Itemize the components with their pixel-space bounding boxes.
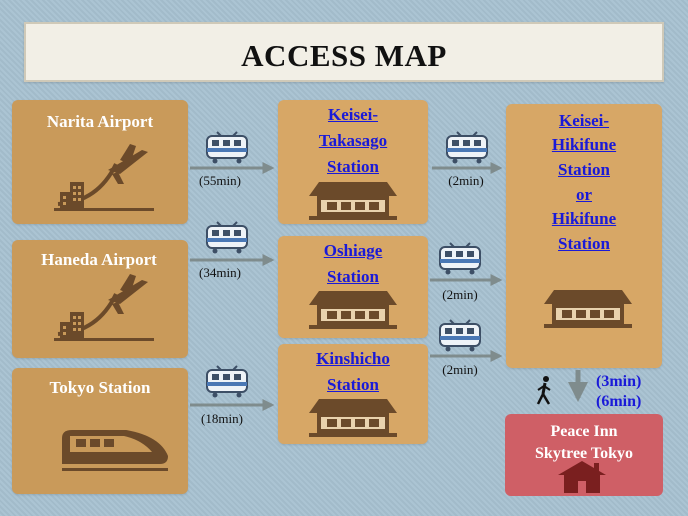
station-takasago-link-3[interactable]: Station: [327, 157, 379, 176]
origin-narita-box: Narita Airport: [12, 100, 188, 224]
origin-haneda-label: Haneda Airport: [41, 250, 157, 269]
page-title: ACCESS MAP: [241, 38, 447, 73]
duration-kinshicho-hikifune: (2min): [442, 362, 478, 377]
station-hikifune-link-2[interactable]: Hikifune: [551, 135, 617, 154]
train-icon: [439, 319, 481, 353]
duration-oshiage-hikifune: (2min): [442, 287, 478, 302]
duration-tokyo: (18min): [201, 411, 243, 426]
station-oshiage-link-2[interactable]: Station: [327, 267, 379, 286]
duration-takasago-hikifune: (2min): [448, 173, 484, 188]
plane-icon: [52, 272, 156, 343]
station-hikifune-link-5[interactable]: Hikifune: [551, 209, 617, 228]
train-icon: [439, 242, 481, 276]
hotel-name-line2: Skytree Tokyo: [535, 445, 633, 462]
station-oshiage-link-1[interactable]: Oshiage: [323, 241, 383, 260]
duration-haneda: (34min): [199, 265, 241, 280]
walk-time-2: (6min): [596, 393, 642, 410]
station-building-icon: [309, 291, 397, 329]
train-icon: [206, 365, 248, 399]
station-kinshicho-link-1[interactable]: Kinshicho: [316, 349, 390, 368]
walk-time-1: (3min): [596, 373, 642, 390]
hotel-name-line1: Peace Inn: [550, 423, 618, 440]
bullet-train-icon: [62, 430, 168, 471]
train-icon: [206, 131, 248, 165]
station-takasago-link-1[interactable]: Keisei-: [327, 105, 379, 124]
station-building-icon: [544, 290, 632, 328]
origin-narita-label: Narita Airport: [46, 112, 154, 131]
station-hikifune-link-1[interactable]: Keisei-: [558, 111, 610, 130]
plane-icon: [52, 142, 156, 213]
train-icon: [446, 131, 488, 165]
station-hikifune-link-4[interactable]: or: [575, 185, 593, 204]
station-building-icon: [309, 399, 397, 437]
origin-tokyo-label: Tokyo Station: [49, 378, 151, 397]
station-hikifune-link-3[interactable]: Station: [558, 160, 610, 179]
station-takasago-link-2[interactable]: Takasago: [318, 131, 388, 150]
station-kinshicho-link-2[interactable]: Station: [327, 375, 379, 394]
walking-person-icon: [536, 376, 551, 405]
station-hikifune-link-6[interactable]: Station: [558, 234, 610, 253]
train-icon: [206, 221, 248, 255]
house-icon: [558, 461, 606, 493]
title-panel: ACCESS MAP: [24, 22, 664, 82]
duration-narita: (55min): [199, 173, 241, 188]
station-building-icon: [309, 182, 397, 220]
